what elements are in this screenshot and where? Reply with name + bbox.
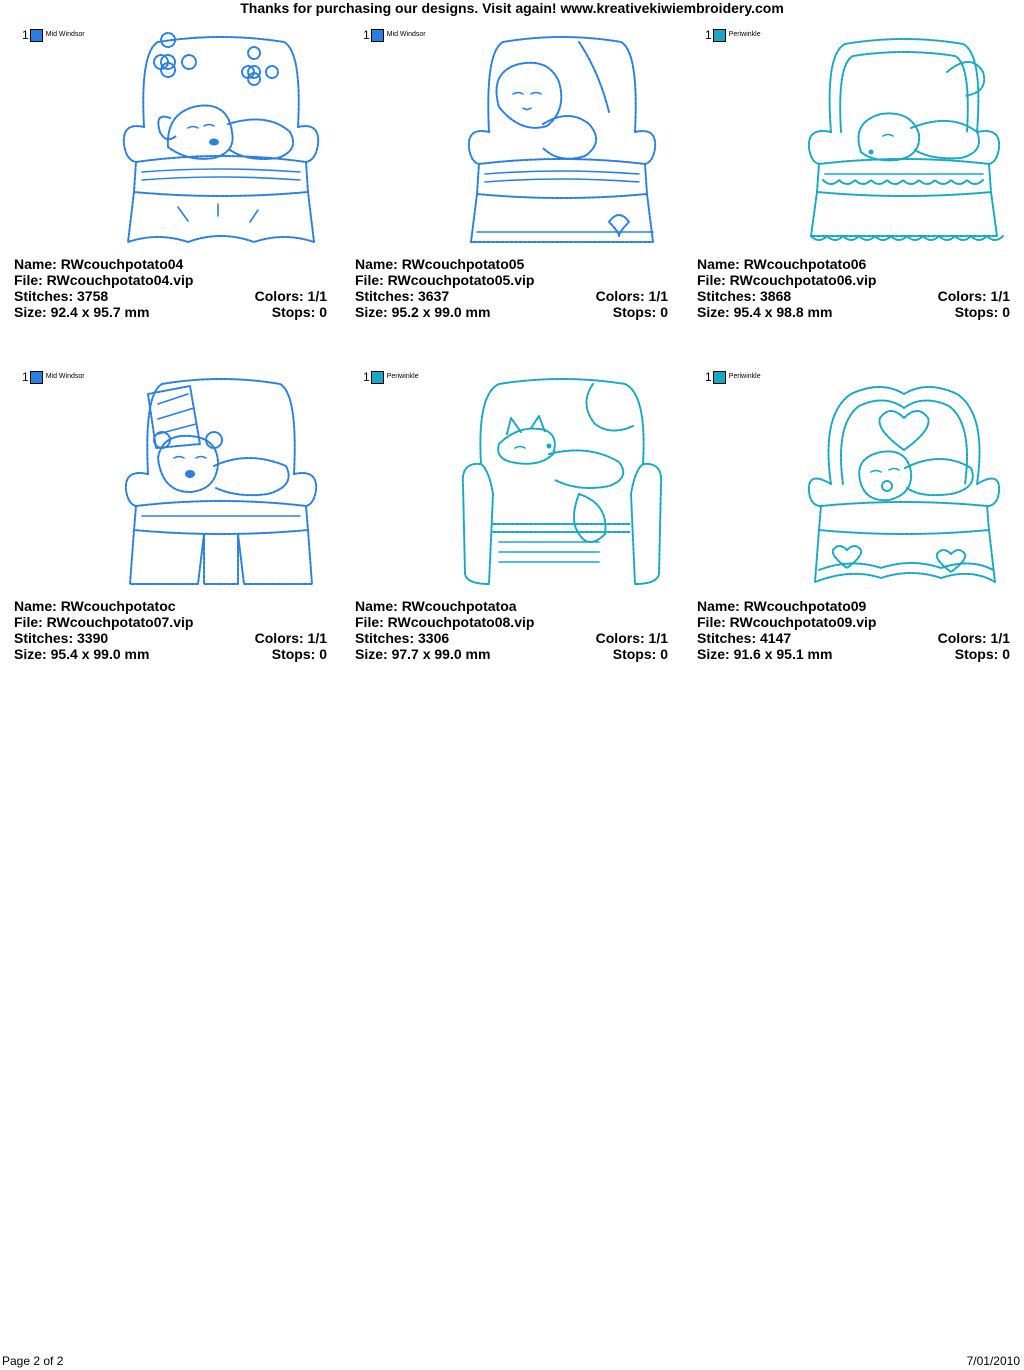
lamb-on-chair-icon [459,32,665,246]
swatch-number: 1 [705,28,712,42]
design-stitches: Stitches: 3758 [14,288,109,304]
color-swatch [370,28,384,42]
design-colors: Colors: 1/1 [595,288,668,304]
swatch-number: 1 [22,370,29,384]
swatch-color-name: Mid Windsor [386,31,426,38]
baby-on-heart-chair-icon [801,374,1007,588]
design-size: Size: 95.2 x 99.0 mm [355,304,491,320]
design-size: Size: 95.4 x 99.0 mm [14,646,150,662]
design-info: Name: RWcouchpotato04 File: RWcouchpotat… [14,256,327,320]
color-swatch-row: 1 Mid Windsor [363,28,426,42]
page-header: Thanks for purchasing our designs. Visit… [240,0,784,16]
swatch-color-name: Periwinkle [728,373,761,380]
design-stitches: Stitches: 3390 [14,630,109,646]
swatch-number: 1 [363,28,370,42]
design-file: File: RWcouchpotato05.vip [355,272,535,288]
puppy-on-chair-icon [118,32,324,246]
color-swatch [712,370,726,384]
color-swatch-row: 1 Periwinkle [363,370,419,384]
design-stops: Stops: 0 [954,646,1010,662]
color-swatch-row: 1 Periwinkle [705,370,761,384]
design-colors: Colors: 1/1 [595,630,668,646]
design-stops: Stops: 0 [612,304,668,320]
color-swatch [712,28,726,42]
swatch-color-name: Mid Windsor [45,31,85,38]
design-card: 1 Mid Windsor Name: RWcouchpotatoc File:… [14,370,334,680]
swatch-number: 1 [22,28,29,42]
swatch-color-name: Mid Windsor [45,373,85,380]
design-stitches: Stitches: 3306 [355,630,450,646]
design-name: Name: RWcouchpotato05 [355,256,525,272]
design-stops: Stops: 0 [612,646,668,662]
design-file: File: RWcouchpotato08.vip [355,614,535,630]
design-file: File: RWcouchpotato09.vip [697,614,877,630]
swatch-color-name: Periwinkle [386,373,419,380]
design-name: Name: RWcouchpotatoa [355,598,517,614]
design-name: Name: RWcouchpotato04 [14,256,184,272]
design-stops: Stops: 0 [271,646,327,662]
design-info: Name: RWcouchpotatoc File: RWcouchpotato… [14,598,327,662]
design-size: Size: 91.6 x 95.1 mm [697,646,833,662]
page-number: Page 2 of 2 [2,1354,64,1368]
design-file: File: RWcouchpotato04.vip [14,272,194,288]
color-swatch [29,28,43,42]
design-size: Size: 92.4 x 95.7 mm [14,304,150,320]
mouse-on-chair-icon [801,32,1007,246]
color-swatch-row: 1 Mid Windsor [22,28,85,42]
design-size: Size: 97.7 x 99.0 mm [355,646,491,662]
design-stitches: Stitches: 3868 [697,288,792,304]
design-stitches: Stitches: 3637 [355,288,450,304]
design-info: Name: RWcouchpotato05 File: RWcouchpotat… [355,256,668,320]
design-card: 1 Mid Windsor Name: RWcouchpotato05 File… [355,28,675,338]
design-name: Name: RWcouchpotato06 [697,256,867,272]
design-file: File: RWcouchpotato07.vip [14,614,194,630]
design-info: Name: RWcouchpotatoa File: RWcouchpotato… [355,598,668,662]
design-info: Name: RWcouchpotato09 File: RWcouchpotat… [697,598,1010,662]
design-colors: Colors: 1/1 [254,288,327,304]
swatch-color-name: Periwinkle [728,31,761,38]
design-card: 1 Mid Windsor Name: RWcouchpotato04 File… [14,28,334,338]
design-colors: Colors: 1/1 [937,288,1010,304]
design-card: 1 Periwinkle Name: RWcouchpotatoa File: … [355,370,675,680]
design-name: Name: RWcouchpotatoc [14,598,176,614]
color-swatch-row: 1 Mid Windsor [22,370,85,384]
print-date: 7/01/2010 [966,1354,1020,1368]
design-stops: Stops: 0 [271,304,327,320]
design-name: Name: RWcouchpotato09 [697,598,867,614]
design-stitches: Stitches: 4147 [697,630,792,646]
design-file: File: RWcouchpotato06.vip [697,272,877,288]
fox-on-armchair-icon [459,374,665,588]
swatch-number: 1 [363,370,370,384]
design-info: Name: RWcouchpotato06 File: RWcouchpotat… [697,256,1010,320]
color-swatch [29,370,43,384]
design-size: Size: 95.4 x 98.8 mm [697,304,833,320]
design-card: 1 Periwinkle Name: RWcouchpotato06 File:… [697,28,1017,338]
design-colors: Colors: 1/1 [254,630,327,646]
color-swatch-row: 1 Periwinkle [705,28,761,42]
color-swatch [370,370,384,384]
bear-on-chair-icon [118,374,324,588]
swatch-number: 1 [705,370,712,384]
design-colors: Colors: 1/1 [937,630,1010,646]
design-stops: Stops: 0 [954,304,1010,320]
design-card: 1 Periwinkle Name: RWcouchpotato09 File:… [697,370,1017,680]
